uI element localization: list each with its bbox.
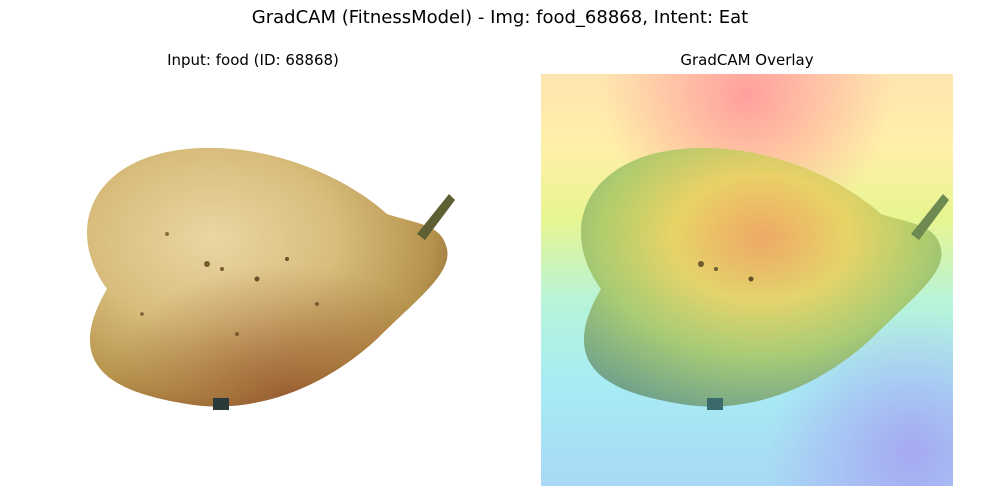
pear-shape — [87, 147, 455, 410]
pear-shape-overlay — [581, 147, 949, 410]
figure-title: GradCAM (FitnessModel) - Img: food_68868… — [251, 7, 749, 28]
stem-icon — [417, 194, 455, 240]
input-image — [47, 74, 459, 486]
input-panel-title: Input: food (ID: 68868) — [167, 51, 339, 69]
pear-gradcam-heatmap-icon — [541, 74, 953, 486]
overlay-panel-title: GradCAM Overlay — [680, 51, 814, 69]
pear-photo-icon — [87, 147, 455, 410]
base-spot — [213, 398, 229, 410]
overlay-image — [541, 74, 953, 486]
